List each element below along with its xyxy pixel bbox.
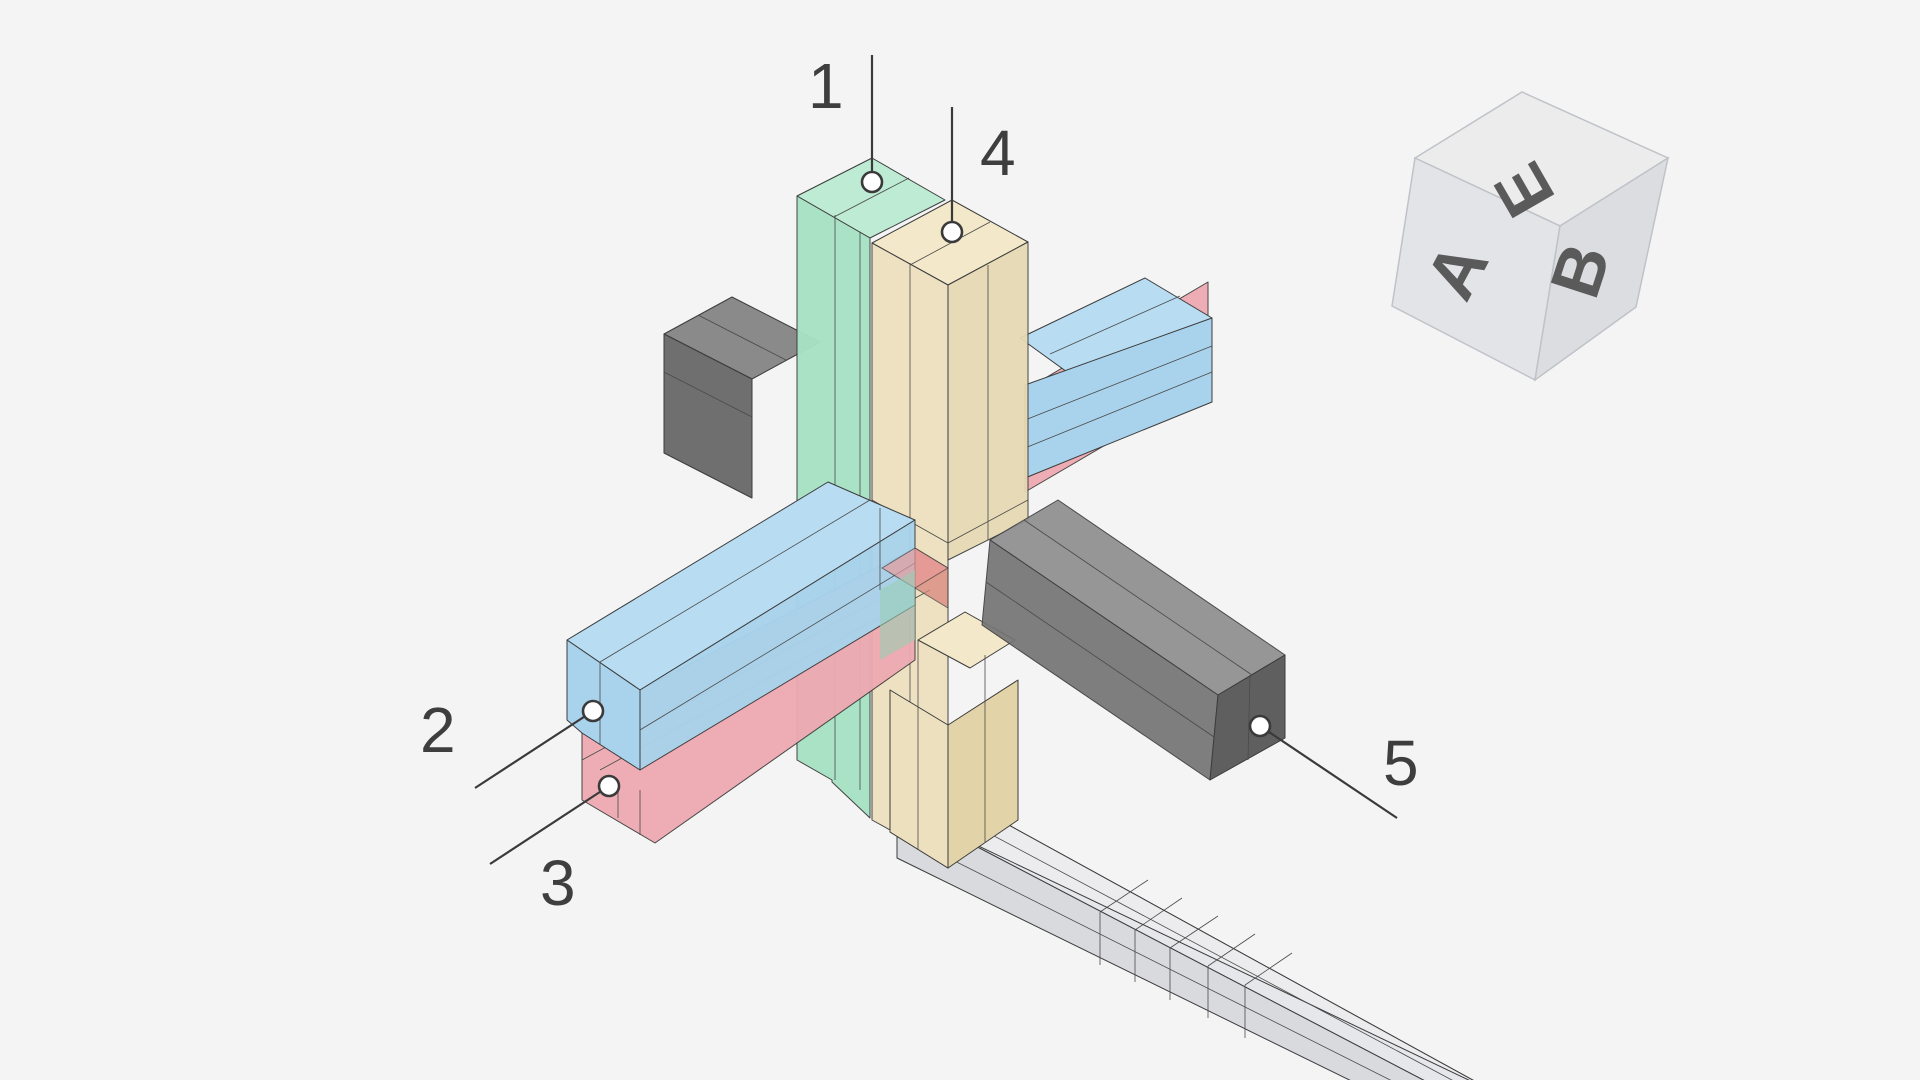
callout-4-dot[interactable] <box>940 220 964 244</box>
callout-2-dot[interactable] <box>581 699 605 723</box>
callout-4-label: 4 <box>980 117 1016 189</box>
callout-5[interactable]: 5 <box>1248 714 1419 819</box>
beam-blue-front[interactable] <box>566 481 916 771</box>
beam-blue-back[interactable] <box>1019 277 1213 479</box>
callout-1[interactable]: 1 <box>808 50 884 194</box>
beam-dark-gray-back[interactable] <box>663 296 821 499</box>
callout-1-label: 1 <box>808 50 844 122</box>
callout-2[interactable]: 2 <box>420 694 605 789</box>
callout-3-dot[interactable] <box>597 774 621 798</box>
callout-3-label: 3 <box>540 847 576 919</box>
beam-dark-gray-front[interactable] <box>981 499 1286 781</box>
callout-5-label: 5 <box>1383 727 1419 799</box>
callout-4[interactable]: 4 <box>940 107 1016 244</box>
callout-1-dot[interactable] <box>860 170 884 194</box>
callout-5-dot[interactable] <box>1248 714 1272 738</box>
view-cube-right-face[interactable] <box>1533 156 1670 382</box>
junction-center <box>880 547 949 660</box>
callout-2-label: 2 <box>420 694 456 766</box>
view-cube-icon[interactable]: E A B <box>1391 91 1670 382</box>
beam-base-light-gray[interactable] <box>896 789 1500 1080</box>
callout-3[interactable]: 3 <box>489 774 621 919</box>
